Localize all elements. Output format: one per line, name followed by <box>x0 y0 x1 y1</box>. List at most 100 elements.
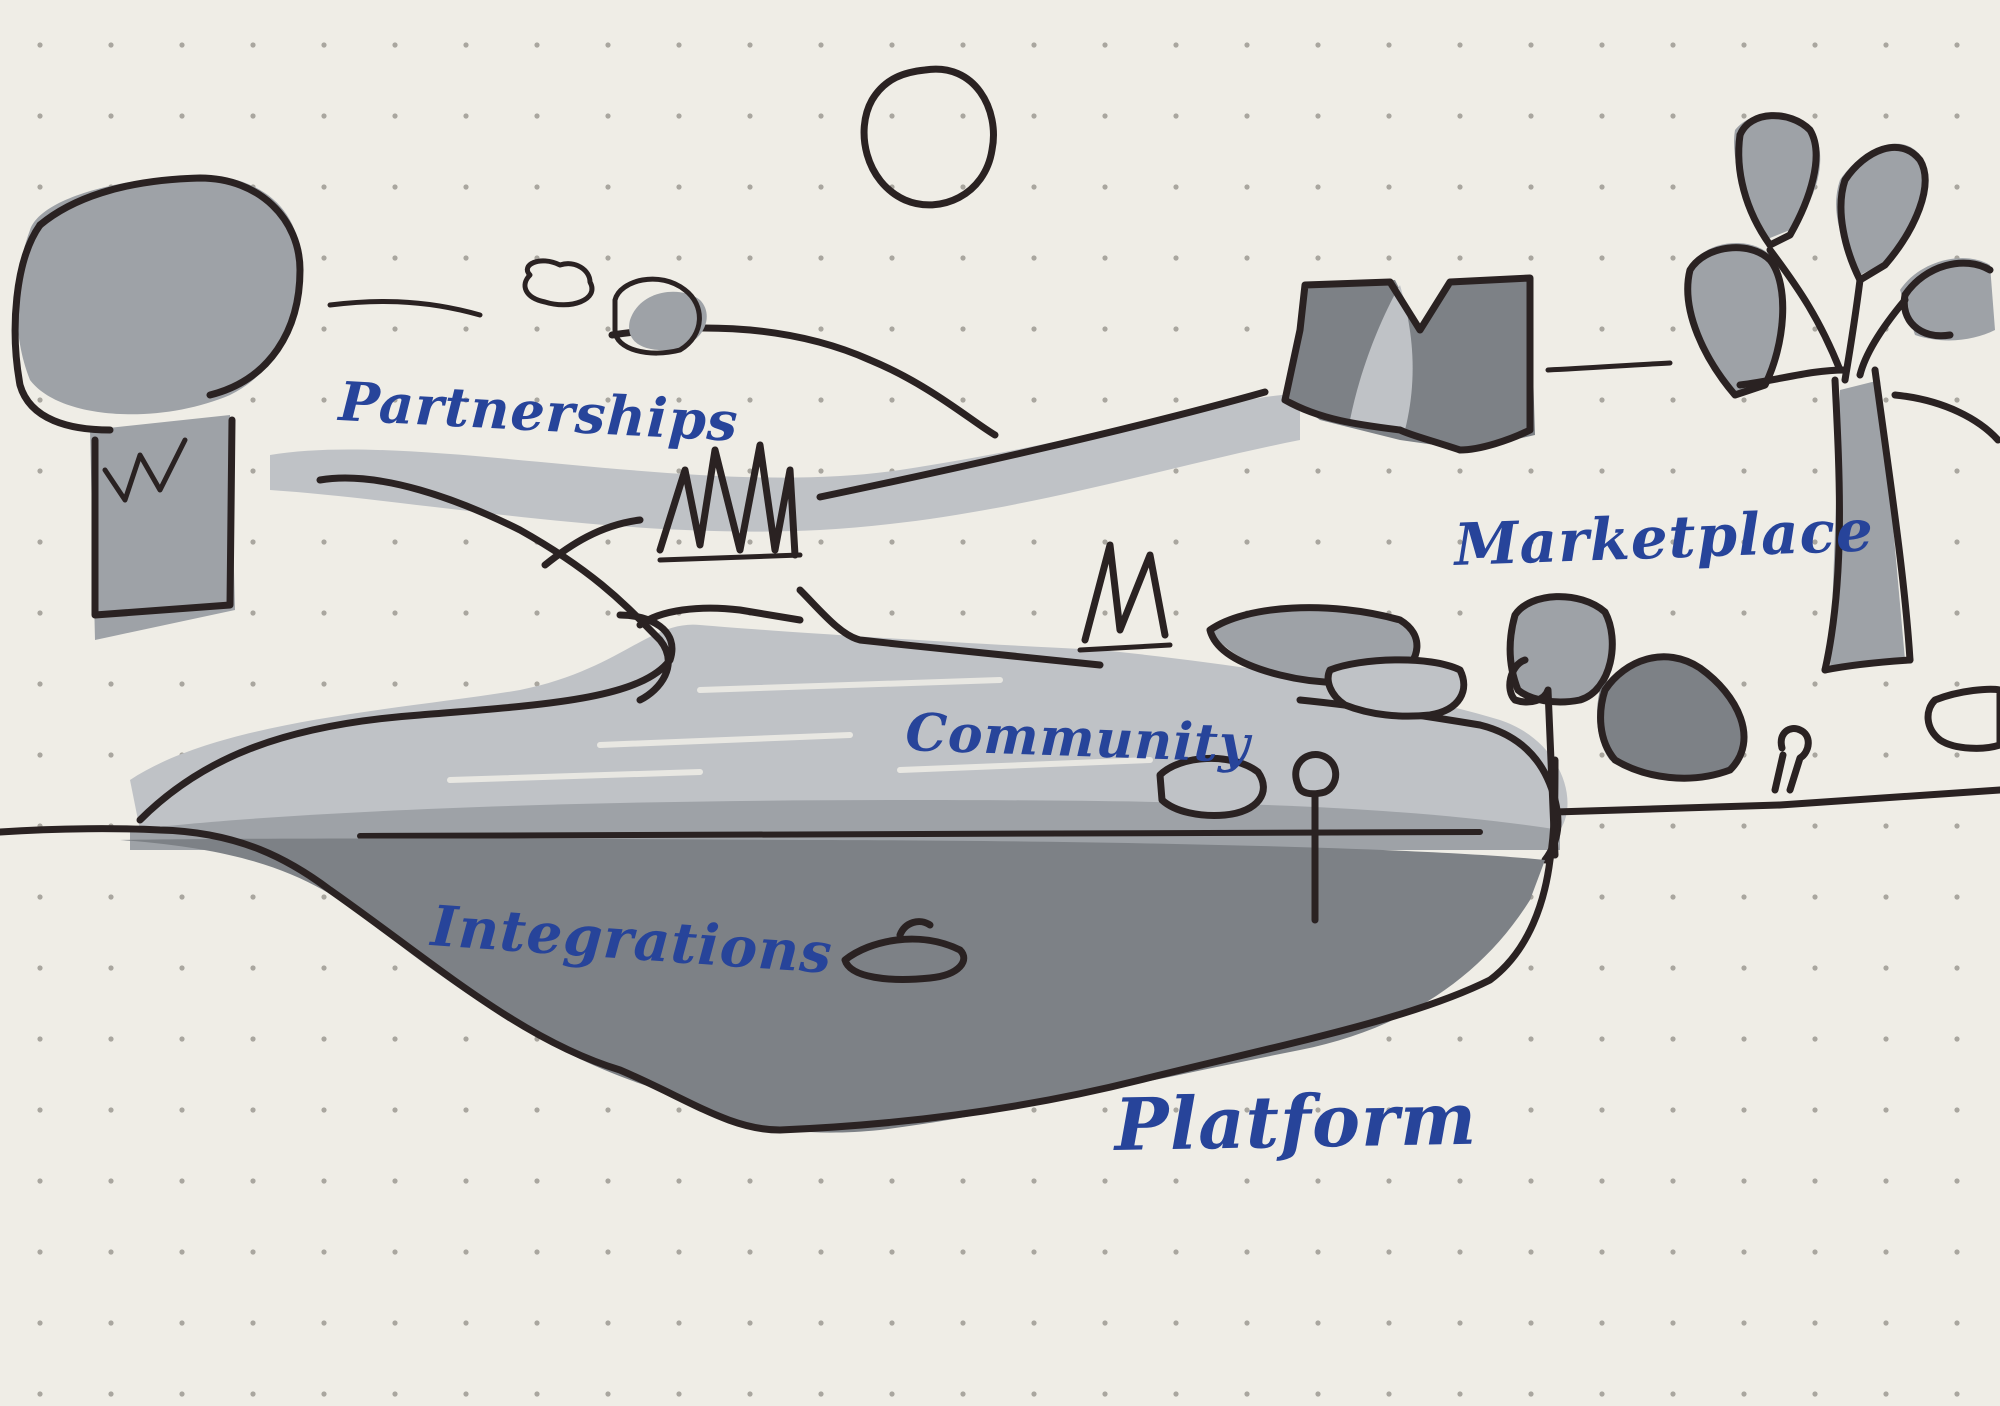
grid-dot <box>1670 326 1676 332</box>
grid-dot <box>1883 894 1889 900</box>
signpost-icon <box>1292 656 1812 924</box>
grid-dot <box>1741 1320 1747 1326</box>
grid-dot <box>747 397 753 403</box>
grid-dot <box>676 1320 682 1326</box>
tree-right-icon <box>1684 112 2000 674</box>
grid-dot <box>889 610 895 616</box>
grid-dot <box>1386 1249 1392 1255</box>
grid-dot <box>605 255 611 261</box>
grid-dot <box>1244 113 1250 119</box>
grid-dot <box>321 1178 327 1184</box>
grid-dot <box>37 681 43 687</box>
grid-dot <box>676 1249 682 1255</box>
label-platform: Platform <box>1112 1076 1478 1167</box>
grid-dot <box>1315 539 1321 545</box>
grid-dot <box>1102 1249 1108 1255</box>
grid-dot <box>1883 1249 1889 1255</box>
grid-dot <box>392 965 398 971</box>
grid-dot <box>818 1391 824 1397</box>
grid-dot <box>534 1391 540 1397</box>
grid-dot <box>1528 42 1534 48</box>
grid-dot <box>321 681 327 687</box>
grid-dot <box>889 326 895 332</box>
grid-dot <box>818 42 824 48</box>
grid-dot <box>37 397 43 403</box>
grid-dot <box>960 184 966 190</box>
grid-dot <box>1599 1036 1605 1042</box>
grid-dot <box>676 113 682 119</box>
grid-dot <box>1031 1178 1037 1184</box>
grid-dot <box>392 184 398 190</box>
grid-dot <box>1244 1249 1250 1255</box>
grid-dot <box>1670 1391 1676 1397</box>
grid-dot <box>463 1320 469 1326</box>
grid-dot <box>1883 397 1889 403</box>
grid-dot <box>1883 113 1889 119</box>
grid-dot <box>1954 397 1960 403</box>
grid-dot <box>1244 539 1250 545</box>
grid-dot <box>321 1391 327 1397</box>
grid-dot <box>1599 397 1605 403</box>
grid-dot <box>1386 1036 1392 1042</box>
grid-dot <box>1670 1320 1676 1326</box>
grid-dot <box>392 1178 398 1184</box>
grid-dot <box>1670 539 1676 545</box>
grid-dot <box>1457 539 1463 545</box>
grid-dot <box>1741 1036 1747 1042</box>
grid-dot <box>1812 1320 1818 1326</box>
grid-dot <box>463 184 469 190</box>
grid-dot <box>1102 397 1108 403</box>
grid-dot <box>1528 1320 1534 1326</box>
grid-dot <box>1315 1107 1321 1113</box>
grid-dot <box>392 539 398 545</box>
grid-dot <box>1954 1036 1960 1042</box>
grid-dot <box>321 184 327 190</box>
label-partnerships: Partnerships <box>335 369 740 454</box>
grid-dot <box>1031 1320 1037 1326</box>
grid-dot <box>1883 752 1889 758</box>
grid-dot <box>1173 113 1179 119</box>
grid-dot <box>1457 1036 1463 1042</box>
grid-dot <box>534 113 540 119</box>
grid-dot <box>1883 1107 1889 1113</box>
grid-dot <box>676 397 682 403</box>
grid-dot <box>605 397 611 403</box>
grid-dot <box>1670 468 1676 474</box>
grid-dot <box>1599 184 1605 190</box>
grid-dot <box>321 113 327 119</box>
grid-dot <box>108 1249 114 1255</box>
grid-dot <box>1812 823 1818 829</box>
grid-dot <box>605 1391 611 1397</box>
grid-dot <box>1457 255 1463 261</box>
grid-dot <box>392 1107 398 1113</box>
grid-dot <box>37 184 43 190</box>
grid-dot <box>1741 1178 1747 1184</box>
grid-dot <box>37 539 43 545</box>
grid-dot <box>392 681 398 687</box>
grid-dot <box>1954 1107 1960 1113</box>
grid-dot <box>1812 1391 1818 1397</box>
grid-dot <box>321 1249 327 1255</box>
grid-dot <box>1741 539 1747 545</box>
grid-dot <box>676 1107 682 1113</box>
grid-dot <box>37 1249 43 1255</box>
grid-dot <box>1812 255 1818 261</box>
grid-dot <box>321 255 327 261</box>
grid-dot <box>179 965 185 971</box>
tent-icon <box>656 441 1173 653</box>
grid-dot <box>1954 468 1960 474</box>
grid-dot <box>605 113 611 119</box>
grid-dot <box>747 42 753 48</box>
grid-dot <box>747 113 753 119</box>
grid-dot <box>1315 468 1321 474</box>
grid-dot <box>1812 965 1818 971</box>
grid-dot <box>960 539 966 545</box>
grid-dot <box>1244 1320 1250 1326</box>
grid-dot <box>1386 184 1392 190</box>
grid-dot <box>1528 468 1534 474</box>
grid-dot <box>676 42 682 48</box>
grid-dot <box>1315 1391 1321 1397</box>
tree-left-icon <box>11 174 304 640</box>
grid-dot <box>1599 1107 1605 1113</box>
grid-dot <box>37 113 43 119</box>
